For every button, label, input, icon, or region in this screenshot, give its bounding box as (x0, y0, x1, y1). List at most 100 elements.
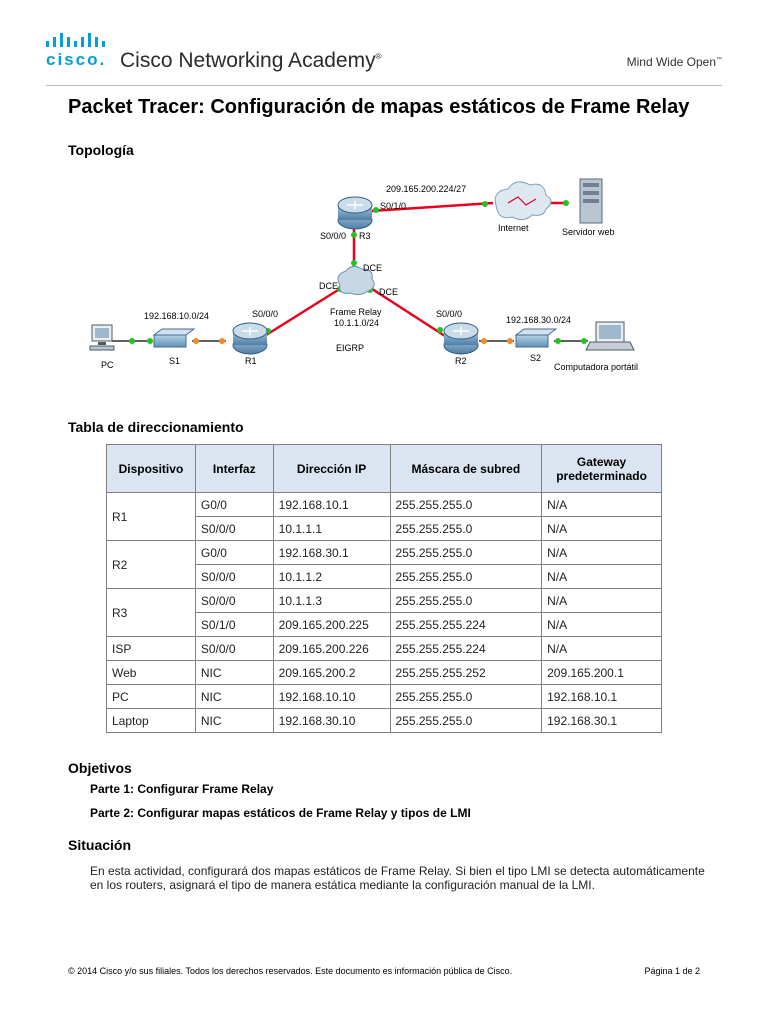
cell-ip: 209.165.200.226 (272, 636, 391, 661)
switch-s1-icon (152, 328, 196, 348)
cell-ip: 10.1.1.2 (272, 564, 391, 589)
switch-s2-icon (514, 328, 558, 348)
cell-gateway: 192.168.10.1 (541, 684, 662, 709)
cisco-logo-word: cisco. (46, 50, 107, 69)
cell-interface: S0/0/0 (194, 588, 274, 613)
isp-network-label: 209.165.200.224/27 (386, 184, 466, 194)
router-r2-icon (443, 322, 479, 355)
cell-gateway: N/A (541, 516, 662, 541)
cell-mask: 255.255.255.0 (389, 516, 543, 541)
cell-device: ISP (106, 636, 196, 661)
networking-academy-brand: Cisco Networking Academy® (120, 49, 382, 72)
cell-interface: NIC (194, 660, 274, 685)
tagline: Mind Wide Open™ (626, 55, 722, 69)
cell-ip: 10.1.1.1 (272, 516, 391, 541)
table-row: S0/0/0 10.1.1.1 255.255.255.0 N/A (107, 516, 662, 541)
cell-device: Laptop (106, 708, 196, 733)
s2-label: S2 (530, 353, 541, 363)
cell-gateway: N/A (541, 540, 662, 565)
pc-icon (89, 324, 115, 351)
table-row: R3 S0/0/0 10.1.1.3 255.255.255.0 N/A (106, 588, 662, 637)
topology-labels: 209.165.200.224/27 S0/1/0 S0/0/0 R3 Inte… (101, 184, 638, 372)
r3-name-label: R3 (359, 231, 371, 241)
cell-device: PC (106, 684, 196, 709)
web-server-icon (579, 178, 603, 224)
cell-interface: NIC (194, 708, 274, 733)
r3-s000-label: S0/0/0 (320, 231, 346, 241)
eigrp-label: EIGRP (336, 343, 364, 353)
cell-ip: 10.1.1.3 (272, 588, 391, 613)
cell-gateway: N/A (541, 564, 662, 589)
header-device: Dispositivo (106, 444, 196, 493)
objective-item: Parte 2: Configurar mapas estáticos de F… (90, 806, 471, 820)
cell-ip: 192.168.10.10 (272, 684, 391, 709)
cell-interface: NIC (194, 684, 274, 709)
addressing-table: Dispositivo Interfaz Dirección IP Máscar… (106, 444, 662, 733)
section-topology-heading: Topología (68, 142, 134, 158)
laptop-icon (585, 321, 635, 351)
internet-cloud-icon (494, 181, 552, 221)
lan1-network-label: 192.168.10.0/24 (144, 311, 209, 321)
table-row: R2 G0/0 192.168.30.1 255.255.255.0 N/A (106, 540, 662, 589)
cell-mask: 255.255.255.0 (389, 564, 543, 589)
internet-label: Internet (498, 223, 529, 233)
cell-device: R2 (106, 540, 196, 589)
pc-label: PC (101, 360, 114, 370)
frame-relay-label: Frame Relay (330, 307, 382, 317)
cell-interface: S0/0/0 (194, 516, 274, 541)
cell-interface: S0/0/0 (194, 564, 274, 589)
dce-left-label: DCE (319, 281, 338, 291)
cell-ip: 209.165.200.225 (272, 612, 391, 637)
r2-label: R2 (455, 356, 467, 366)
cell-ip: 192.168.30.1 (272, 540, 391, 565)
cell-interface: S0/1/0 (194, 612, 274, 637)
cisco-logo-bars-icon (46, 33, 105, 47)
r3-s010-label: S0/1/0 (380, 201, 406, 211)
topology-diagram: 209.165.200.224/27 S0/1/0 S0/0/0 R3 Inte… (89, 178, 638, 372)
cell-mask: 255.255.255.252 (389, 660, 543, 685)
table-row: ISP S0/0/0 209.165.200.226 255.255.255.2… (106, 636, 662, 661)
section-objectives-heading: Objetivos (68, 760, 132, 776)
frame-relay-network-label: 10.1.1.0/24 (334, 318, 379, 328)
dce-right-label: DCE (379, 287, 398, 297)
router-r3-icon (337, 196, 373, 230)
header-divider (46, 85, 722, 86)
table-header-row: Dispositivo Interfaz Dirección IP Máscar… (106, 444, 662, 493)
frame-relay-cloud-icon (337, 265, 375, 296)
cell-mask: 255.255.255.0 (389, 708, 543, 733)
r1-label: R1 (245, 356, 257, 366)
cell-ip: 192.168.10.1 (272, 492, 391, 517)
router-r1-icon (232, 322, 268, 355)
table-row: PC NIC 192.168.10.10 255.255.255.0 192.1… (106, 684, 662, 709)
footer-copyright: © 2014 Cisco y/o sus filiales. Todos los… (68, 966, 513, 976)
cell-ip: 209.165.200.2 (272, 660, 391, 685)
laptop-label: Computadora portátil (554, 362, 638, 372)
web-server-label: Servidor web (562, 227, 615, 237)
footer-page-number: Página 1 de 2 (644, 966, 700, 976)
situation-paragraph: En esta actividad, configurará dos mapas… (90, 864, 705, 892)
header-default-gateway: Gateway predeterminado (541, 444, 662, 493)
cell-gateway: N/A (541, 588, 662, 613)
cell-interface: S0/0/0 (194, 636, 274, 661)
cell-device: Web (106, 660, 196, 685)
objective-item: Parte 1: Configurar Frame Relay (90, 782, 274, 796)
cell-mask: 255.255.255.224 (389, 636, 543, 661)
table-row: Web NIC 209.165.200.2 255.255.255.252 20… (106, 660, 662, 685)
page-header: cisco. Cisco Networking Academy® Mind Wi… (0, 0, 768, 90)
page-title: Packet Tracer: Configuración de mapas es… (68, 96, 690, 118)
cell-gateway: N/A (541, 492, 662, 517)
cell-mask: 255.255.255.224 (389, 612, 543, 637)
section-addressing-heading: Tabla de direccionamiento (68, 419, 244, 435)
header-subnet-mask: Máscara de subred (389, 444, 543, 493)
dce-top-label: DCE (363, 263, 382, 273)
r2-s000-label: S0/0/0 (436, 309, 462, 319)
cell-gateway: N/A (541, 612, 662, 637)
s1-label: S1 (169, 356, 180, 366)
cell-gateway: N/A (541, 636, 662, 661)
cell-mask: 255.255.255.0 (389, 540, 543, 565)
section-situation-heading: Situación (68, 837, 132, 853)
cell-mask: 255.255.255.0 (389, 492, 543, 517)
r1-s000-label: S0/0/0 (252, 309, 278, 319)
cell-gateway: 192.168.30.1 (541, 708, 662, 733)
table-row: S0/0/0 10.1.1.2 255.255.255.0 N/A (107, 564, 662, 589)
